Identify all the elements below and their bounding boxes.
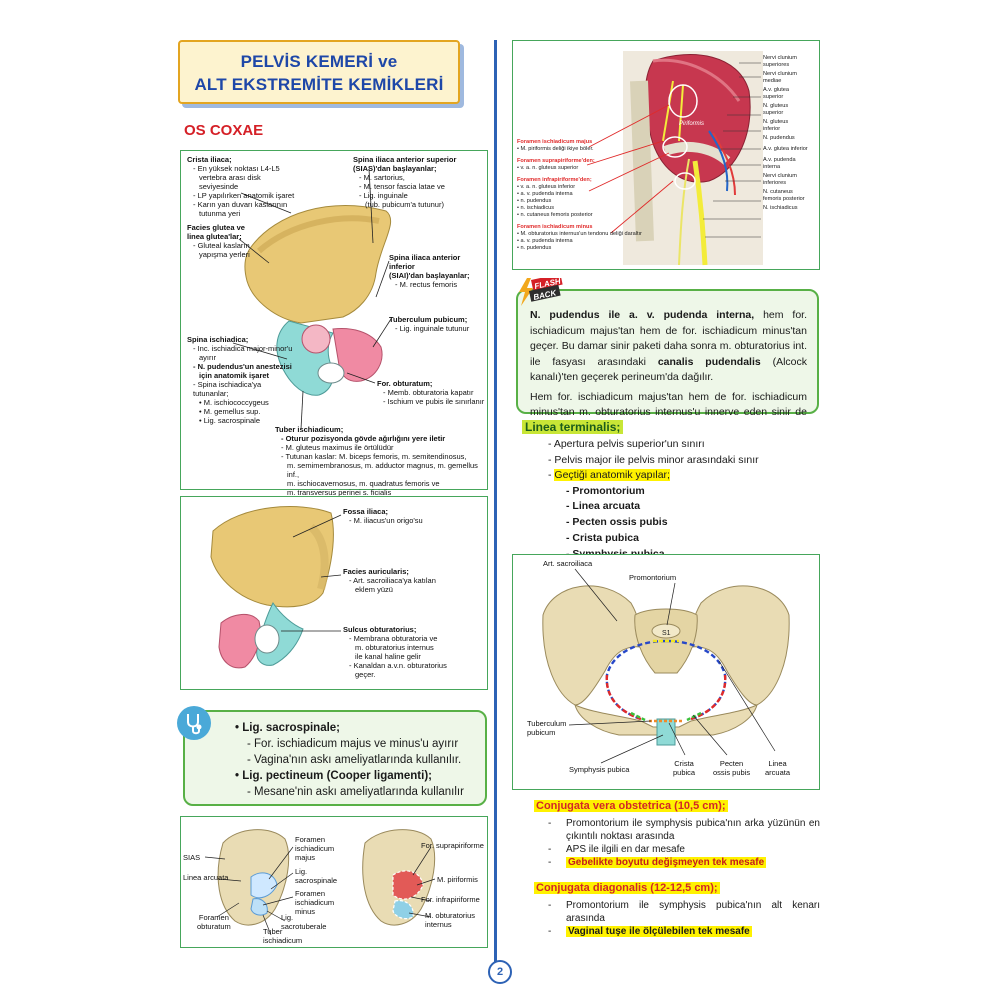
- linea-terminalis-title: Linea terminalis;: [522, 420, 624, 434]
- label-lig-sacrospinale: Lig.sacrospinale: [295, 867, 338, 885]
- flashback-p1-b: (Alcock kanalı)'ten geçerek perineum'da …: [530, 355, 808, 384]
- label-sias: Spina iliaca anterior superior (SIAS)'da…: [353, 155, 457, 209]
- lightning-icon: FLASH BACK: [519, 278, 563, 306]
- figure-os-coxae-medial: Fossa iliaca; - M. iliacus'un origo'su F…: [180, 496, 488, 690]
- note-item2-a: - Mesane'nin askı ameliyatlarında kullan…: [247, 786, 464, 798]
- label-for-infrapiriforme: For. infrapiriforme: [421, 895, 480, 904]
- label-crista-iliaca: Crista iliaca; - En yüksek noktası L4-L5…: [187, 155, 295, 218]
- lt-item-2: - Pelvis major ile pelvis minor arasında…: [548, 453, 759, 466]
- label-tuber-ischiadicum: Tuber ischiadicum; - Oturur pozisyonda g…: [275, 425, 478, 497]
- gluteal-left-labels: Foramen ischiadicum majus • M. piriformi…: [517, 139, 642, 251]
- label-foramen-obturatum: For. obturatum; - Memb. obturatoria kapa…: [377, 379, 485, 406]
- label-facies-auricularis: Facies auricularis; - Art. sacroiliaca'y…: [343, 567, 436, 594]
- pelvis-foramina-illustration: [204, 829, 436, 936]
- cv-item-1: Promontorium ile symphysis pubica'nın ar…: [566, 818, 820, 842]
- lt-item-1: - Apertura pelvis superior'un sınırı: [548, 438, 705, 450]
- label-art-sacroiliaca: Art. sacroiliaca: [543, 559, 593, 568]
- cd-item-1: Promontorium ile symphysis pubica'nın al…: [566, 900, 820, 924]
- conjugata-vera-title: Conjugata vera obstetrica (10,5 cm);: [534, 800, 728, 812]
- flashback-tag: FLASH BACK: [517, 278, 563, 306]
- figure-os-coxae-lateral: Crista iliaca; - En yüksek noktası L4-L5…: [180, 150, 488, 497]
- flashback-p1-a: hem for. ischiadicum majus'tan hem de fo…: [530, 309, 807, 368]
- label-linea-arcuata-small: Linea arcuata: [183, 873, 229, 882]
- cv-item-2: APS ile ilgili en dar mesafe: [566, 844, 685, 855]
- flashback-p1-bold: N. pudendus ile a. v. pudenda interna,: [530, 309, 755, 321]
- figure-pelvis-anterior: S1 Art. sacroiliaca Promontorium Tubercu…: [512, 554, 820, 790]
- label-tuberculum-pubicum: Tuberculum pubicum; - Lig. inguinale tut…: [389, 315, 470, 333]
- piriformis-label: Piriformis: [679, 121, 704, 127]
- flashback-p2: Hem for. ischiadicum majus'tan hem de fo…: [530, 390, 807, 434]
- note-item2-title: Lig. pectineum (Cooper ligamenti);: [242, 770, 432, 782]
- lt-structure-2: - Linea arcuata: [566, 500, 641, 513]
- note-item1-b: - Vagina'nın askı ameliyatlarında kullan…: [247, 754, 462, 766]
- label-symphysis-pubica: Symphysis pubica: [569, 765, 630, 774]
- cd-highlight: Vaginal tuşe ile ölçülebilen tek mesafe: [566, 926, 752, 937]
- label-spina-ischiadica: Spina ischiadica; - Inc. ischiadica majo…: [187, 335, 293, 425]
- label-lig-sacrotuberale: Lig.sacrotuberale: [281, 913, 327, 931]
- section-heading: OS COXAE: [184, 122, 264, 139]
- label-promontorium: Promontorium: [629, 573, 677, 582]
- label-m-piriformis: M. piriformis: [437, 875, 478, 884]
- lt-gecis: Geçtiği anatomik yapılar;: [554, 469, 670, 481]
- flashback-box: N. pudendus ile a. v. pudenda interna, h…: [516, 289, 819, 434]
- column-divider: [494, 40, 497, 968]
- lt-structure-1: - Promontorium: [566, 484, 645, 497]
- lt-structure-3: - Pecten ossis pubis: [566, 516, 668, 529]
- page-number: 2: [488, 960, 512, 984]
- hip-bone-lateral-illustration: [232, 168, 392, 430]
- note-item1-a: - For. ischiadicum majus ve minus'u ayır…: [247, 738, 459, 750]
- note-item1-title: Lig. sacrospinale;: [242, 722, 341, 734]
- label-sulcus-obturatorius: Sulcus obturatorius; - Membrana obturato…: [343, 625, 447, 679]
- hip-bone-medial-illustration: [210, 506, 342, 669]
- label-sias-small: SIAS: [183, 853, 201, 862]
- clinical-note-box: • Lig. sacrospinale; - For. ischiadicum …: [177, 706, 487, 806]
- page-title-line1: PELVİS KEMERİ ve: [240, 52, 398, 71]
- conjugata-vera-list: -Promontorium ile symphysis pubica'nın a…: [548, 818, 820, 868]
- gluteal-region-illustration: Piriformis: [586, 51, 763, 266]
- page-title-box: PELVİS KEMERİ ve ALT EKSTREMİTE KEMİKLER…: [178, 40, 460, 104]
- lt-structure-4: - Crista pubica: [566, 531, 639, 544]
- figure-gluteal-region: Piriformis Foramen ischiadicum majus • M…: [512, 40, 820, 270]
- label-fossa-iliaca: Fossa iliaca; - M. iliacus'un origo'su: [343, 507, 423, 525]
- s1-label: S1: [662, 630, 671, 637]
- conjugata-diag-title: Conjugata diagonalis (12-12,5 cm);: [534, 882, 720, 894]
- flashback-p1-bold2: canalis pudendalis: [657, 355, 761, 368]
- label-siai: Spina iliaca anterior inferior (SIAI)'da…: [389, 253, 470, 289]
- cv-highlight: Gebelikte boyutu değişmeyen tek mesafe: [566, 857, 767, 868]
- page-title-line2: ALT EKSTREMİTE KEMİKLERİ: [194, 75, 444, 94]
- stethoscope-icon: [177, 706, 211, 740]
- label-for-suprapiriforme: For. suprapiriforme: [421, 841, 484, 850]
- linea-terminalis-list: - Apertura pelvis superior'un sınırı - P…: [548, 437, 759, 562]
- label-facies-glutea: Facies glutea ve linea glutea'lar; - Glu…: [187, 223, 250, 259]
- conjugata-diag-list: -Promontorium ile symphysis pubica'nın a…: [548, 900, 820, 937]
- pelvis-anterior-illustration: S1: [542, 568, 790, 764]
